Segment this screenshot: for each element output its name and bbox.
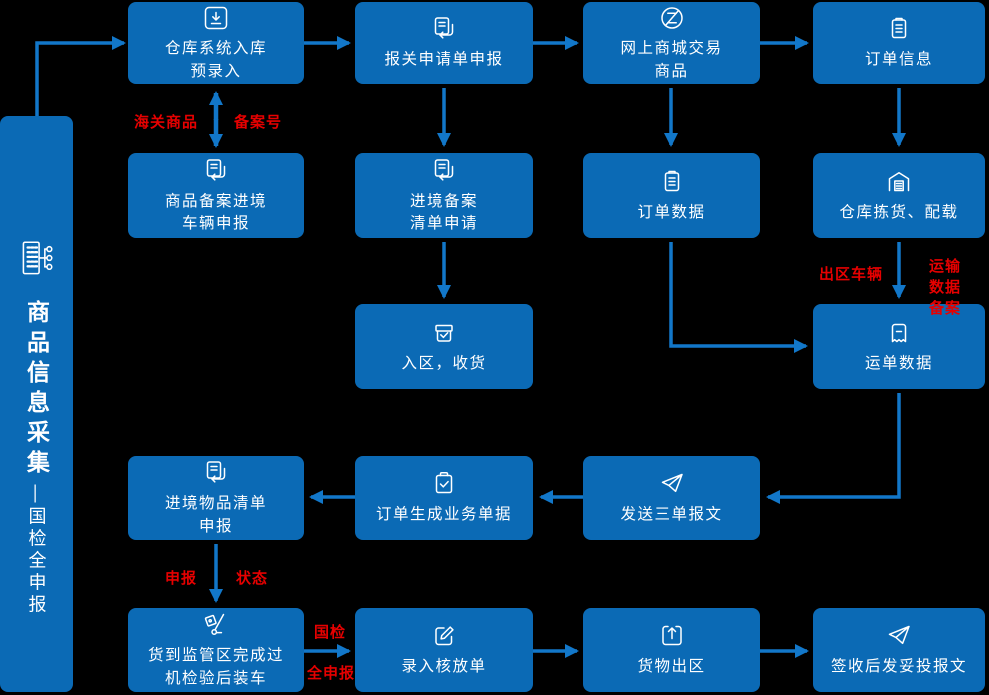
box-check-icon [435,324,453,342]
node-label: 订单数据 [637,203,706,221]
trolley-icon [204,613,225,635]
node-warehouse-pick[interactable]: 仓库拣货、配载 [813,153,985,238]
node-product-record[interactable]: 商品备案进境 车辆申报 [128,153,304,238]
edge-label-transport-record: 运输数据 备案 [928,258,961,317]
node-label: 货物出区 [637,658,706,676]
clipboard-icon [891,18,907,39]
sidebar-title: 商品信息采集 [23,300,50,480]
doc-sync-icon [434,158,454,181]
node-label: 发送三单报文 [620,506,723,524]
node-enter-zone[interactable]: 入区，收货 [355,304,533,389]
edge-label-declare: 申报 [164,570,198,587]
node-order-generate[interactable]: 订单生成业务单据 [355,456,533,540]
node-label: 录入核放单 [401,658,487,676]
node-sign-receipt[interactable]: 签收后发妥投报文 [813,608,985,692]
clipboard-check-icon [435,472,453,494]
node-order-data[interactable]: 订单数据 [583,153,760,238]
node-label: 商品备案进境 车辆申报 [164,192,267,232]
node-entry-items[interactable]: 进境物品清单 申报 [128,456,304,540]
node-label: 订单生成业务单据 [375,506,512,524]
node-label: 仓库拣货、配载 [839,203,959,221]
node-order-info[interactable]: 订单信息 [813,2,985,84]
ticket-icon [891,323,907,343]
node-label: 运单数据 [864,354,933,372]
node-label: 仓库系统入库 预录入 [164,40,267,80]
node-send-messages[interactable]: 发送三单报文 [583,456,760,540]
upload-icon [661,626,682,646]
paper-plane-icon [661,474,683,493]
clipboard-icon [664,170,679,192]
doc-sync-icon [434,17,454,39]
edge-label-inspection: 国检 [313,624,347,641]
node-online-mall[interactable]: 网上商城交易 商品 [583,2,760,84]
edit-icon [435,626,454,646]
node-label: 货到监管区完成过 机检验后装车 [147,647,284,687]
edge-label-exit-vehicle: 出区车辆 [818,266,884,283]
node-label: 签收后发妥投报文 [830,658,967,676]
edge-label-record-number: 备案号 [233,114,283,131]
edge-label-customs-product: 海关商品 [133,114,199,131]
node-customs-declare[interactable]: 报关申请单申报 [355,2,533,84]
edge-label-status: 状态 [235,570,269,587]
download-icon [204,6,228,30]
node-label: 订单信息 [864,51,933,69]
node-warehouse-entry[interactable]: 仓库系统入库 预录入 [128,2,304,84]
building-org-icon [22,241,53,275]
node-label: 报关申请单申报 [384,51,504,69]
node-release-form[interactable]: 录入核放单 [355,608,533,692]
node-entry-record[interactable]: 进境备案 清单申请 [355,153,533,238]
node-goods-arrive[interactable]: 货到监管区完成过 机检验后装车 [128,608,304,692]
sidebar-vertical-text: 商品信息采集 — 国检全申报 [20,300,54,617]
warehouse-icon [888,171,910,192]
doc-sync-icon [206,158,226,181]
edge-label-full-declaration: 全申报 [306,665,356,682]
sidebar-subtitle: 国检全申报 [26,506,47,617]
circle-z-icon [660,7,683,29]
sidebar-product-info-collection[interactable]: 商品信息采集 — 国检全申报 [0,116,73,692]
node-label: 入区，收货 [401,354,487,372]
node-waybill-data[interactable]: 运单数据 [813,304,985,389]
node-label: 进境物品清单 申报 [164,495,267,535]
node-label: 网上商城交易 商品 [620,40,723,80]
doc-sync-icon [206,461,226,483]
paper-plane-icon [888,626,910,645]
sidebar-separator: — [26,484,47,503]
node-label: 进境备案 清单申请 [409,192,478,232]
node-goods-exit[interactable]: 货物出区 [583,608,760,692]
